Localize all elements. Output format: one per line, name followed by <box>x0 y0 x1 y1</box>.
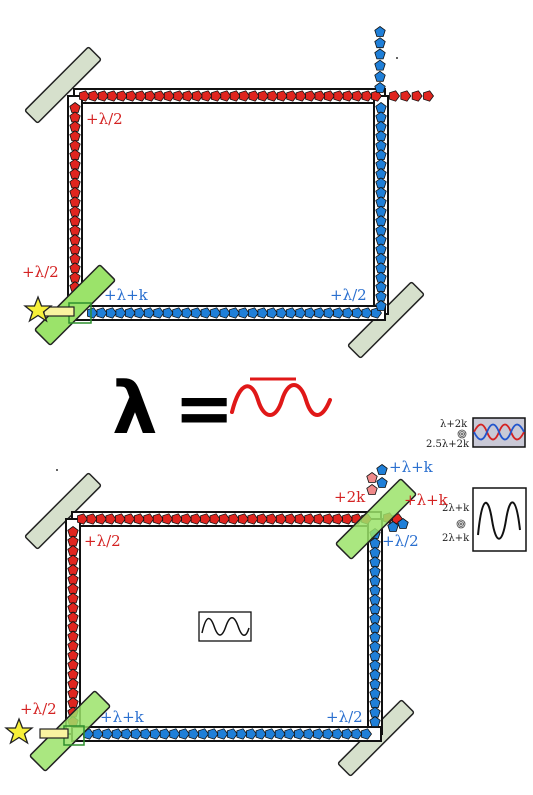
wave-box-curve <box>477 501 521 540</box>
legend-wave-top: 2λ+k <box>442 503 470 514</box>
blue-photon <box>376 477 388 488</box>
red-photon <box>423 90 434 102</box>
blue-photon <box>374 26 386 37</box>
bottom-interferometer: +λ+k +2k +λ+k +λ/2 +λ/2 +λ/2 +λ+k +λ/2 <box>4 458 449 777</box>
red-photon <box>400 90 412 102</box>
top-interferometer: +λ/2 +λ/2 +λ+k +λ/2 <box>22 26 434 359</box>
label-top-source: +λ/2 <box>22 263 59 281</box>
center-wave-box <box>198 611 252 642</box>
center-wave-curve <box>201 617 250 636</box>
mix-wave-blue <box>473 423 525 441</box>
label-top-bottom-right: +λ/2 <box>330 286 367 304</box>
label-right-blue: +λ/2 <box>382 532 419 550</box>
blue-photon <box>376 464 388 475</box>
legend-mix: λ+2k 2.5λ+2k <box>426 417 526 450</box>
blue-photon <box>366 484 378 495</box>
beam-splitter-input <box>29 690 111 772</box>
wavelength-equation: λ = <box>112 366 332 450</box>
lambda-symbol: λ <box>112 366 158 450</box>
label-left: +λ/2 <box>84 532 121 550</box>
beam-splitter-top <box>34 264 116 346</box>
label-bottom-right: +λ/2 <box>326 708 363 726</box>
label-top-left: +λ/2 <box>86 110 123 128</box>
wave-box <box>472 487 527 552</box>
label-bottom-mid: +λ+k <box>100 708 145 726</box>
blue-photon <box>374 82 386 93</box>
photon-stream-top <box>69 26 434 319</box>
beam-splitter-output <box>335 478 417 560</box>
speck <box>396 57 398 59</box>
mirror-top-left <box>24 472 102 550</box>
blue-photon <box>374 59 386 71</box>
spiral-icon <box>456 519 466 529</box>
speck <box>56 469 58 471</box>
red-photon <box>389 90 400 102</box>
blue-photon <box>374 48 386 60</box>
blue-photon <box>366 472 378 483</box>
star-source-icon <box>23 295 53 323</box>
spiral-icon <box>457 429 467 439</box>
star-source-icon <box>4 717 34 745</box>
blue-photon <box>374 70 386 82</box>
wave-symbol <box>230 383 332 417</box>
legend-mix-bottom: 2.5λ+2k <box>426 439 470 450</box>
legend-mix-top: λ+2k <box>440 419 468 430</box>
legend-wave-bottom: 2λ+k <box>442 533 470 544</box>
equals-symbol: = <box>174 366 234 450</box>
mirror-top-left <box>24 46 102 124</box>
red-photon <box>411 90 423 102</box>
source-beam-bottom <box>39 728 69 739</box>
label-top-bottom-mid: +λ+k <box>104 286 149 304</box>
label-2k: +2k <box>334 488 366 506</box>
legend-wave: 2λ+k 2λ+k <box>442 487 527 552</box>
blue-photon <box>374 37 386 49</box>
mix-wave-box <box>472 417 526 448</box>
label-right-blue-top: +λ+k <box>389 458 434 476</box>
label-source: +λ/2 <box>20 700 57 718</box>
label-right-red: +λ+k <box>404 491 449 509</box>
